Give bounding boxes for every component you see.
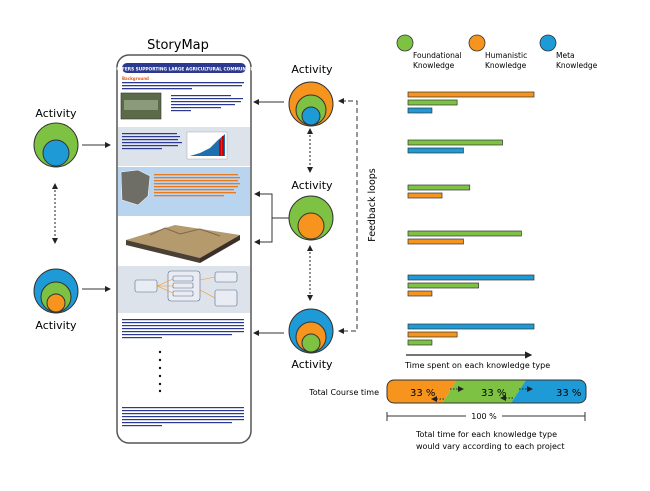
total-course-time-label: Total Course time: [308, 388, 379, 397]
activity-circle: [288, 81, 334, 127]
activity-circle: [288, 195, 334, 241]
foundational-time-bar: [407, 230, 522, 237]
feedback-loops-label: Feedback loops: [367, 168, 378, 242]
foundational-time-bar: [407, 282, 479, 289]
humanistic-time-bar: [407, 290, 433, 297]
segment-label: 33 %: [410, 388, 435, 399]
storymap-panel: AQUIFERS SUPPORTING LARGE AGRICULTURAL C…: [110, 54, 258, 444]
span-label: 100 %: [471, 412, 497, 421]
legend-label: Knowledge: [485, 61, 527, 70]
text-block: [122, 82, 244, 90]
total-course-time-bar: [387, 380, 586, 403]
meta-knowledge-ring: [301, 106, 321, 126]
activity-label: Activity: [291, 63, 333, 76]
storymap-chart-image: [186, 131, 228, 160]
humanistic-knowledge-ring: [297, 212, 325, 240]
activity-circle: [288, 308, 334, 354]
foundational-time-bar: [407, 139, 503, 146]
foundational-time-bar: [407, 99, 458, 106]
meta-time-bar: [407, 323, 535, 330]
storymap-title: StoryMap: [147, 38, 209, 53]
storymap-header: AQUIFERS SUPPORTING LARGE AGRICULTURAL C…: [110, 67, 258, 73]
foundational-legend-icon: [396, 34, 414, 52]
span-100-percent: [386, 412, 586, 421]
meta-time-bar: [407, 274, 535, 281]
segment-label: 33 %: [481, 388, 506, 399]
humanistic-time-bar: [407, 192, 443, 199]
segment-meta: [511, 380, 586, 403]
humanistic-time-bar: [407, 238, 464, 245]
feedback-loop-arrow: [338, 98, 358, 334]
map-image: [120, 169, 151, 206]
bracket-arrow: [254, 191, 289, 245]
legend-label: Knowledge: [556, 61, 598, 70]
time-bars: [407, 91, 535, 346]
note-line: would vary according to each project: [416, 442, 564, 451]
meta-time-bar: [407, 107, 433, 114]
storymap-header-bar: [122, 63, 246, 73]
humanistic-knowledge-ring: [46, 293, 66, 313]
humanistic-time-bar: [407, 91, 535, 98]
activity-label: Activity: [35, 319, 77, 332]
activity-circle: [33, 268, 79, 314]
legend-label: Knowledge: [413, 61, 455, 70]
meta-legend-icon: [539, 34, 557, 52]
segment-humanistic: [387, 380, 457, 403]
terrain-3d-image: [126, 225, 240, 263]
legend-label: Humanistic: [485, 51, 527, 60]
foundational-knowledge-ring: [301, 333, 321, 353]
foundational-time-bar: [407, 339, 433, 346]
text-block: [122, 319, 244, 339]
activity-label: Activity: [291, 358, 333, 371]
text-block: [122, 133, 182, 150]
text-block: [122, 407, 244, 427]
flow-diagram-image: [134, 270, 238, 307]
legend-label: Meta: [556, 51, 575, 60]
text-block: [171, 95, 243, 112]
activity-label: Activity: [35, 107, 77, 120]
meta-knowledge-ring: [42, 139, 70, 167]
activity-circle: [33, 122, 79, 168]
humanistic-time-bar: [407, 331, 458, 338]
legend-label: Foundational: [413, 51, 462, 60]
meta-time-bar: [407, 147, 464, 154]
legend: FoundationalKnowledgeHumanisticKnowledge…: [396, 34, 598, 70]
humanistic-legend-icon: [468, 34, 486, 52]
shift-arrows: [431, 386, 533, 402]
segment-label: 33 %: [556, 388, 581, 399]
text-block: [154, 174, 240, 197]
foundational-time-bar: [407, 184, 471, 191]
time-axis-label: Time spent on each knowledge type: [404, 361, 550, 370]
continuation-dots: [158, 350, 162, 393]
note-line: Total time for each knowledge type: [415, 430, 557, 439]
background-heading: Background: [122, 76, 149, 81]
activity-label: Activity: [291, 179, 333, 192]
